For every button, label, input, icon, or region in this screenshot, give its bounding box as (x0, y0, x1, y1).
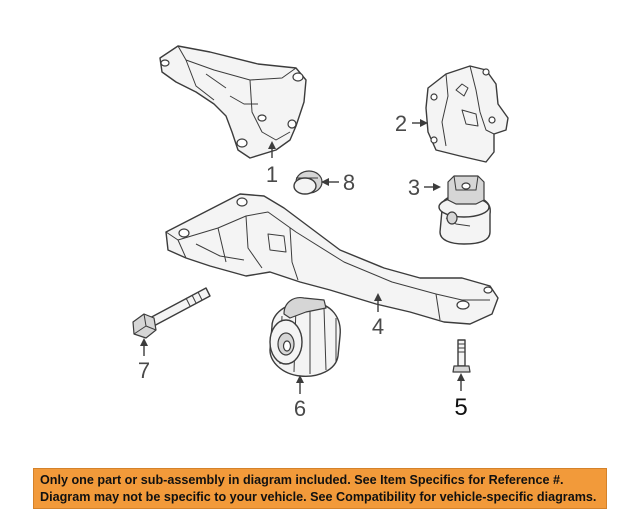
leader-lines (140, 119, 465, 394)
callout-1: 1 (266, 162, 278, 187)
callout-4: 4 (372, 314, 384, 339)
part-1-mount-bracket (159, 45, 307, 159)
disclaimer-line-1: Only one part or sub-assembly in diagram… (40, 473, 564, 487)
callout-5: 5 (454, 394, 467, 421)
part-3-transmission-mount (438, 175, 491, 245)
parts-diagram: 1 2 3 4 5 6 7 8 (132, 45, 509, 421)
part-6-insulator (269, 297, 341, 377)
part-8-bushing (293, 170, 323, 195)
part-2-bracket-plate (425, 65, 509, 163)
part-5-bolt (452, 339, 471, 373)
part-4-crossmember (165, 193, 499, 325)
disclaimer-line-2: Diagram may not be specific to your vehi… (40, 490, 597, 504)
callout-3: 3 (408, 175, 420, 200)
callout-labels: 1 2 3 4 5 6 7 8 (138, 111, 468, 421)
callout-2: 2 (395, 111, 407, 136)
disclaimer-banner: Only one part or sub-assembly in diagram… (33, 468, 607, 509)
callout-7: 7 (138, 358, 150, 383)
callout-6: 6 (294, 396, 306, 421)
callout-8: 8 (343, 170, 355, 195)
part-7-bolt (132, 287, 211, 339)
